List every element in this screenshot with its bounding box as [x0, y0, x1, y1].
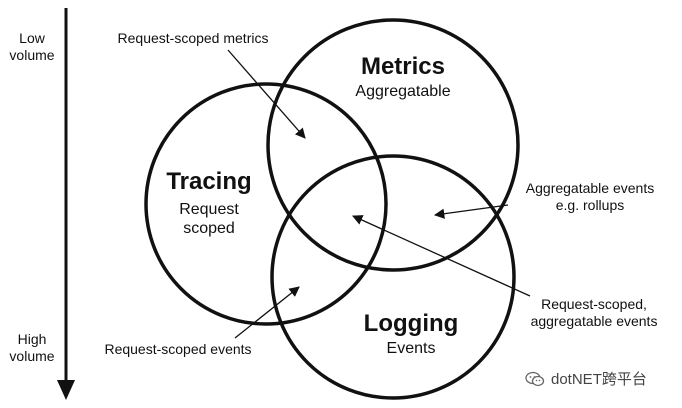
annotation-request-scoped-metrics: Request-scoped metrics	[117, 30, 269, 46]
arrow-request-scoped-events	[234, 286, 300, 339]
axis-top-label: Low volume	[9, 30, 55, 63]
arrow-request-scoped-metrics	[227, 49, 306, 139]
logging-title: Logging	[363, 310, 459, 337]
tracing-subtitle: Request scoped	[179, 201, 239, 238]
metrics-title: Metrics	[360, 53, 446, 80]
axis-bottom-label: High volume	[9, 331, 55, 364]
arrow-request-scoped-aggregatable	[352, 215, 531, 297]
tracing-title: Tracing	[166, 168, 252, 195]
logging-circle	[270, 154, 516, 400]
watermark: dotNET跨平台	[525, 368, 647, 389]
annotation-request-scoped-events: Request-scoped events	[104, 341, 252, 357]
arrow-aggregatable-events	[433, 204, 509, 219]
watermark-text: dotNET跨平台	[551, 371, 647, 388]
wechat-icon	[525, 371, 545, 386]
metrics-subtitle: Aggregatable	[355, 83, 451, 100]
annotation-aggregatable-events: Aggregatable events e.g. rollups	[525, 180, 655, 213]
volume-axis-arrowhead	[57, 380, 75, 400]
metrics-circle	[266, 18, 520, 272]
tracing-circle	[144, 82, 388, 326]
logging-subtitle: Events	[386, 340, 436, 357]
annotation-request-scoped-aggregatable: Request-scoped, aggregatable events	[530, 296, 658, 329]
